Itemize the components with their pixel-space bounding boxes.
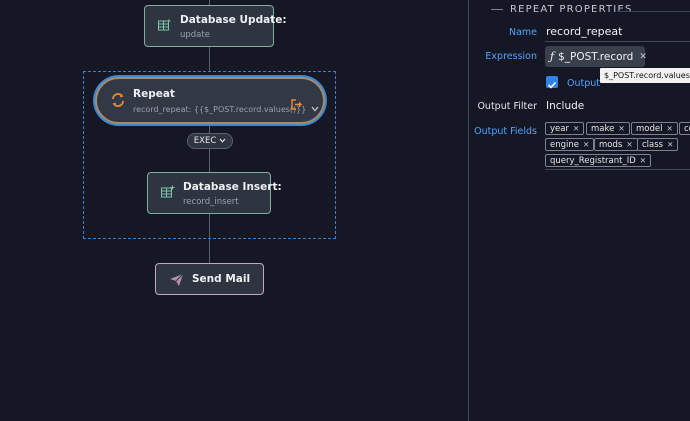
paper-plane-icon xyxy=(169,272,184,291)
field-tag[interactable]: mods✕ xyxy=(594,138,638,151)
repeat-subtitle: record_repeat: {{$_POST.record.values()}… xyxy=(133,105,307,114)
remove-tag-icon: ✕ xyxy=(572,124,580,133)
field-tag[interactable]: model✕ xyxy=(631,122,678,135)
name-underline xyxy=(545,41,690,42)
remove-tag-icon: ✕ xyxy=(618,124,625,133)
header-rule-right xyxy=(617,11,690,12)
database-insert-icon xyxy=(161,184,175,203)
database-insert-node[interactable]: Database Insert: record_insert xyxy=(147,172,282,214)
name-label: Name xyxy=(508,27,537,38)
output-checkbox[interactable] xyxy=(546,76,558,89)
database-update-subtitle: update xyxy=(180,30,210,40)
expression-tooltip: $_POST.record.values() xyxy=(600,68,690,83)
remove-tag-icon: ✕ xyxy=(583,140,590,149)
output-arrow-icon[interactable] xyxy=(291,95,303,114)
function-icon: ƒ xyxy=(550,50,555,63)
send-mail-node[interactable]: Send Mail xyxy=(155,263,264,295)
flow-canvas[interactable]: Database Update: update Repeat record_re… xyxy=(0,0,468,421)
database-insert-title: Database Insert: xyxy=(183,181,282,193)
output-label: Output xyxy=(567,78,600,89)
panel-header: REPEAT PROPERTIES xyxy=(491,4,633,15)
repeat-node[interactable]: Repeat record_repeat: {{$_POST.record.va… xyxy=(95,77,325,124)
connector-top xyxy=(209,0,210,5)
remove-expression-icon[interactable]: ✕ xyxy=(639,51,647,62)
expression-value: $_POST.record xyxy=(558,50,634,63)
connector-repeat-to-exec xyxy=(209,125,210,133)
output-filter-label: Output Filter xyxy=(477,101,537,112)
connector-insert-down xyxy=(209,214,210,239)
header-rule-left xyxy=(491,9,503,10)
output-fields-label: Output Fields xyxy=(474,126,537,137)
field-tag[interactable]: engine✕ xyxy=(545,138,595,151)
name-input[interactable]: record_repeat xyxy=(546,25,623,38)
database-update-node[interactable]: Database Update: update xyxy=(144,5,287,47)
output-filter-select[interactable]: Include xyxy=(546,100,585,112)
expression-label: Expression xyxy=(485,51,537,62)
field-tag[interactable]: make✕ xyxy=(586,122,630,135)
connector-update-to-repeat xyxy=(209,47,210,71)
exec-dropdown[interactable]: EXEC xyxy=(187,133,233,149)
repeat-group-container[interactable] xyxy=(83,71,336,239)
database-update-icon xyxy=(158,17,172,36)
remove-tag-icon: ✕ xyxy=(667,140,674,149)
panel-title: REPEAT PROPERTIES xyxy=(510,4,633,15)
repeat-title: Repeat xyxy=(133,88,175,100)
field-tag[interactable]: year✕ xyxy=(545,122,585,135)
expression-chip[interactable]: ƒ $_POST.record ✕ xyxy=(545,46,647,67)
connector-to-send-mail xyxy=(209,239,210,263)
exec-label: EXEC xyxy=(193,136,217,146)
connector-exec-to-insert xyxy=(209,149,210,172)
database-insert-subtitle: record_insert xyxy=(183,197,239,207)
field-tag[interactable]: co xyxy=(679,122,690,135)
output-fields-input[interactable]: year✕ make✕ model✕ co engine✕ mods✕ clas… xyxy=(545,120,690,170)
chevron-down-icon[interactable] xyxy=(311,97,319,116)
database-update-title: Database Update: xyxy=(180,14,287,26)
field-tag[interactable]: query_Registrant_ID✕ xyxy=(545,154,652,167)
repeat-icon xyxy=(110,92,126,112)
chevron-down-icon xyxy=(219,136,226,146)
remove-tag-icon: ✕ xyxy=(666,124,673,133)
send-mail-title: Send Mail xyxy=(192,273,251,285)
check-icon xyxy=(547,81,557,89)
remove-tag-icon: ✕ xyxy=(639,156,647,165)
field-tag[interactable]: class✕ xyxy=(637,138,679,151)
properties-panel: REPEAT PROPERTIES Name record_repeat Exp… xyxy=(468,0,690,421)
remove-tag-icon: ✕ xyxy=(626,140,633,149)
